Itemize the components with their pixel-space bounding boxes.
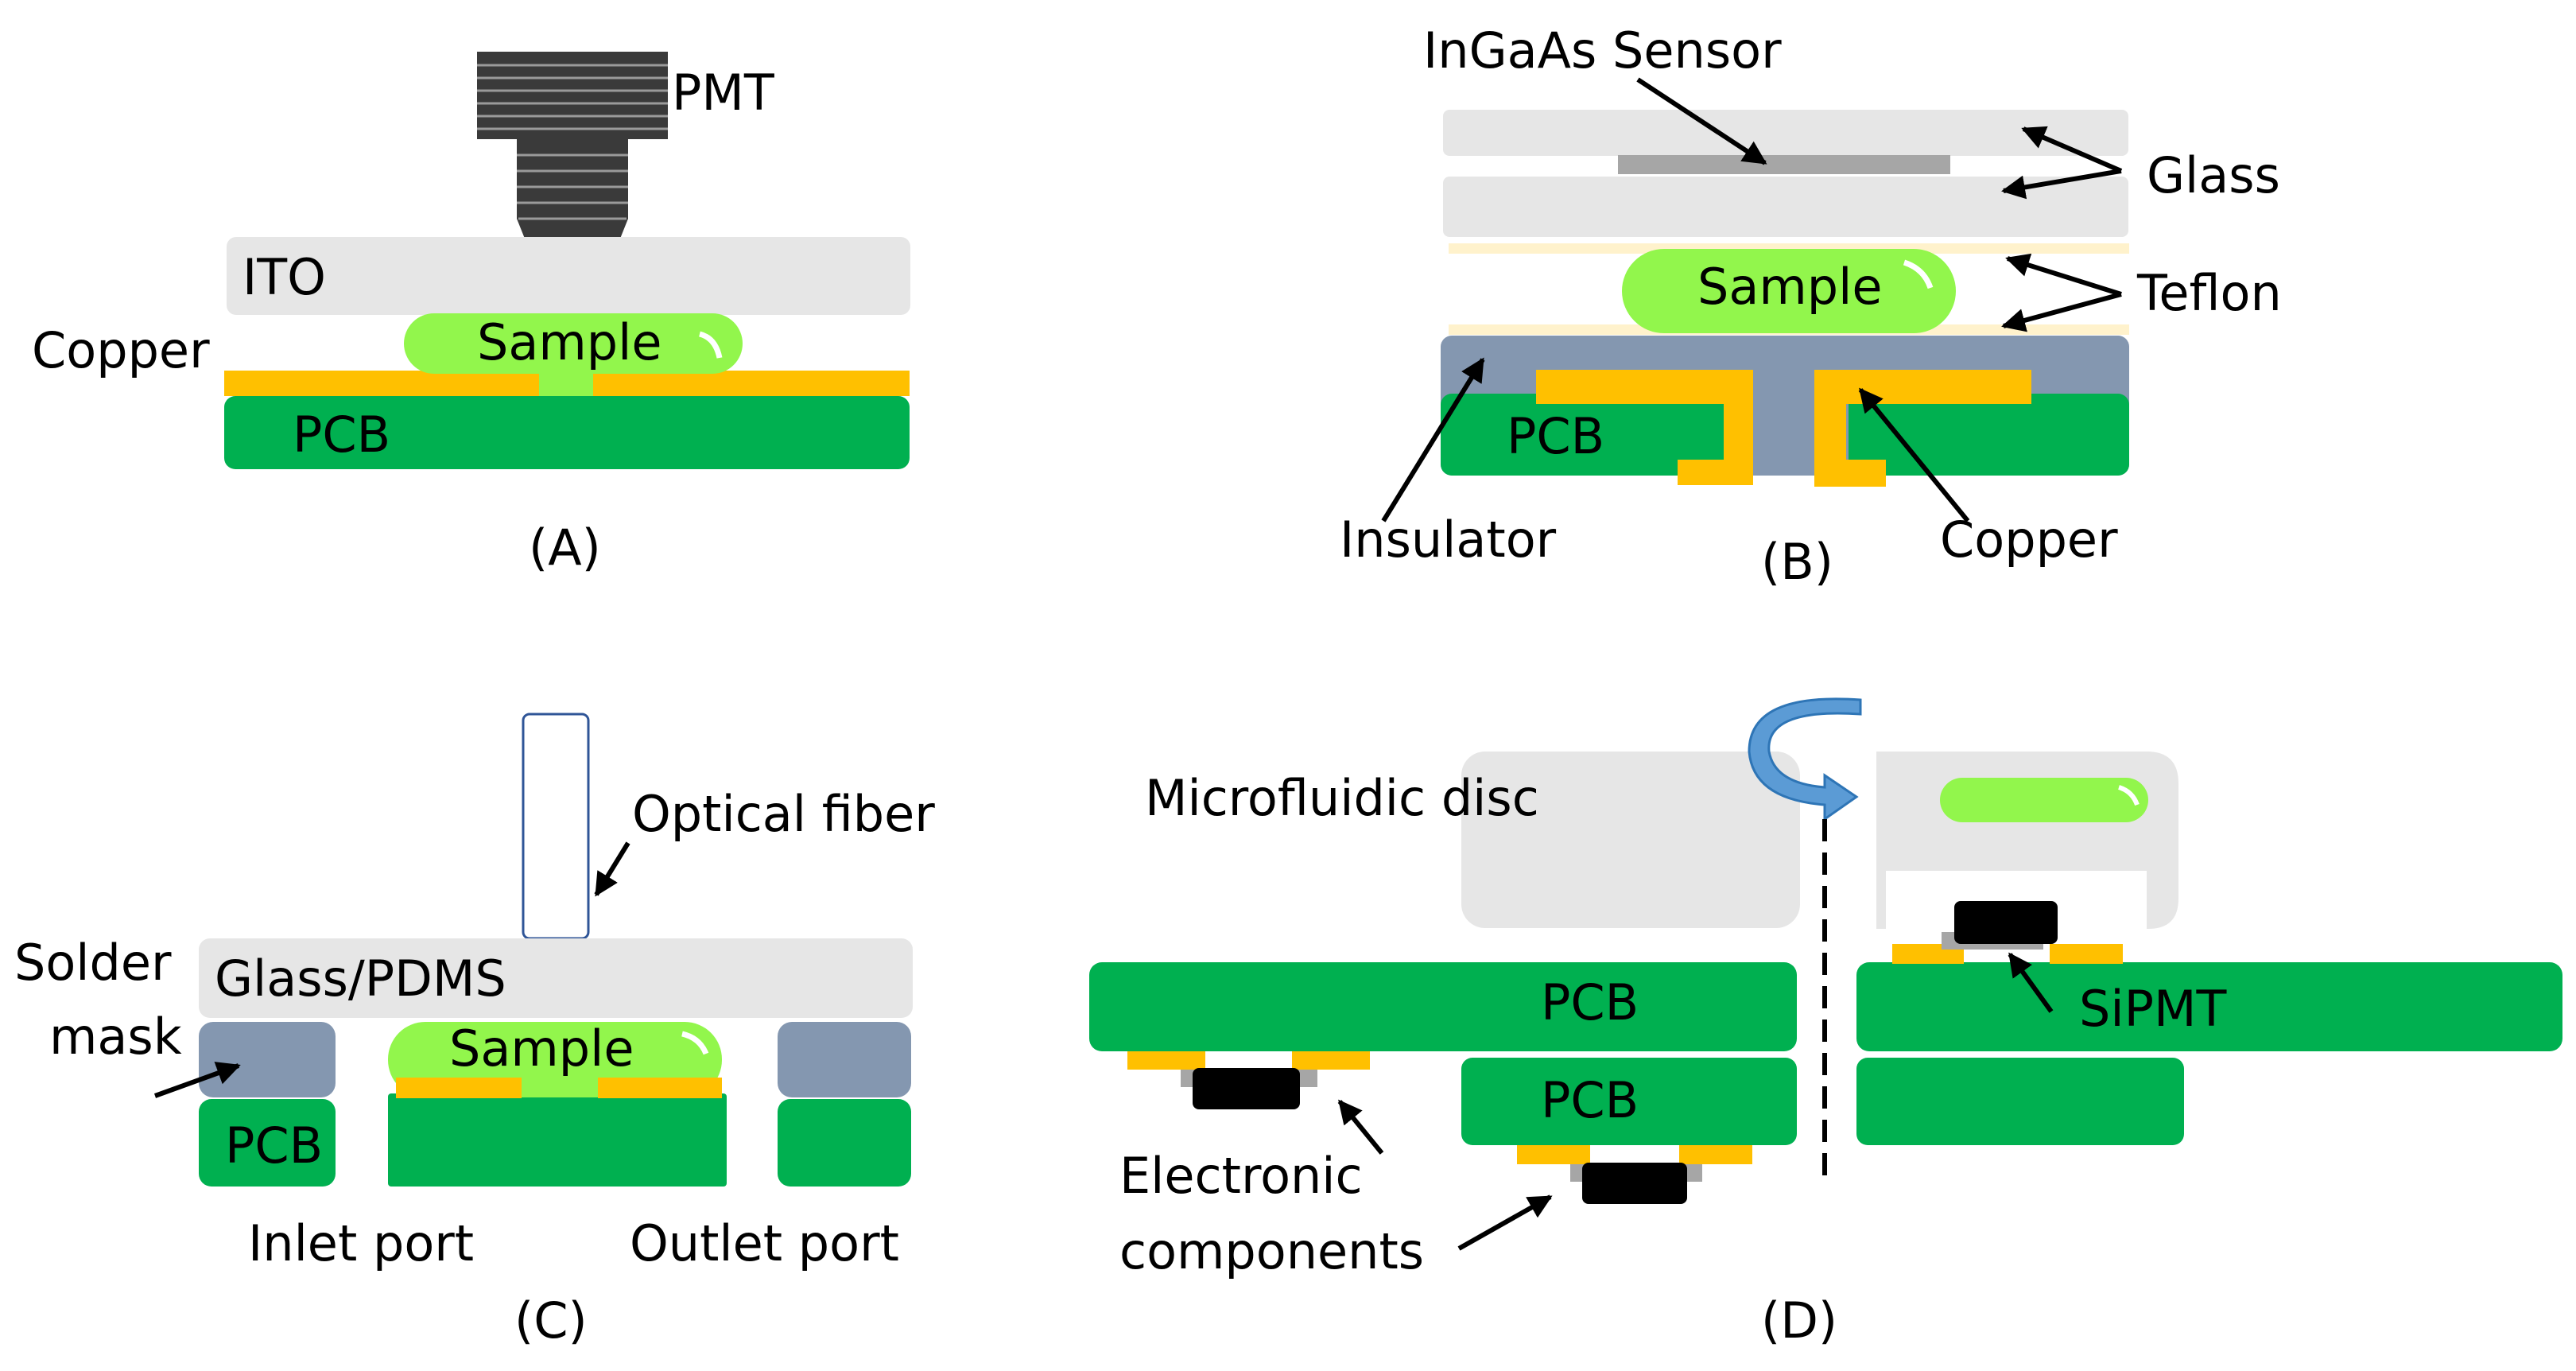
copper-right-a [593,371,910,396]
rotation-arrow-icon [1748,697,1862,821]
sample-droplet-b [1622,249,1956,333]
sample-highlight-b [1903,259,1934,289]
sensor-label: InGaAs Sensor [1423,21,1782,80]
glass-pdms-layer [199,938,913,1018]
solder-mask-right [778,1022,911,1097]
sipmt-icon [1892,901,2123,964]
outlet-port-label: Outlet port [630,1214,899,1272]
solder-mask-label-line2: mask [49,1008,182,1066]
pcb-top-left-d [1089,962,1797,1051]
panel-c: Optical fiber Glass/PDMS Sample Solder m… [14,713,935,1350]
insulator-label: Insulator [1340,511,1557,569]
sample-highlight-a [698,331,723,359]
caption-a: (A) [529,518,601,577]
copper-label-b: Copper [1940,511,2118,569]
pcb-bottom-left-d [1461,1058,1797,1145]
caption-d: (D) [1761,1291,1837,1350]
pmt-label: PMT [672,64,775,122]
disc-sample-chamber [1940,778,2148,822]
electronic-components-label-line2: components [1119,1222,1424,1280]
pcb-left-b [1441,394,1727,476]
electronic-component-2-icon [1517,1145,1752,1204]
glass-top [1443,110,2128,156]
copper-via-left [1536,370,1753,485]
caption-c: (C) [514,1291,588,1350]
pcb-left-c [199,1099,336,1187]
pcb-label-b: PCB [1507,407,1604,465]
sample-label-c: Sample [449,1020,634,1078]
sample-label-b: Sample [1697,258,1882,316]
pmt-icon [477,52,668,239]
teflon-top [1449,243,2129,254]
inlet-port-label: Inlet port [248,1214,474,1272]
sample-gap-fill-a [539,371,593,396]
caption-b: (B) [1761,533,1833,591]
pcb-top-label-d: PCB [1541,973,1639,1031]
pcb-label-a: PCB [293,406,390,464]
sample-droplet-a [404,313,743,374]
pcb-layer-a [224,396,910,469]
pcb-right-b [1849,394,2129,476]
glass-pdms-label: Glass/PDMS [215,950,506,1008]
optical-fiber [522,713,590,940]
pcb-bottom-label-d: PCB [1541,1071,1639,1129]
pcb-middle-c [388,1093,727,1187]
glass-label: Glass [2147,146,2280,204]
panel-a: PMT ITO Sample Copper PCB (A) [32,52,910,577]
sample-label-a: Sample [477,313,661,371]
ito-label: ITO [242,248,326,306]
optical-fiber-label: Optical fiber [632,785,935,843]
sample-highlight-c [681,1031,709,1055]
solder-mask-left [199,1022,336,1097]
copper-left-a [224,371,539,396]
electronic-component-1-icon [1127,1051,1370,1109]
electronic-components-label-line1: Electronic [1119,1147,1363,1205]
pcb-bottom-right-d [1856,1058,2184,1145]
glass-bottom [1443,177,2128,237]
sipmt-label: SiPMT [2079,980,2227,1038]
ito-layer [227,237,910,315]
ingaas-sensor [1618,155,1950,174]
pcb-right-c [778,1099,911,1187]
copper-right-c [598,1078,722,1098]
copper-left-c [396,1078,522,1098]
panel-b-arrows [1381,77,2123,522]
teflon-label: Teflon [2136,264,2282,322]
solder-mask-label-line1: Solder [14,934,172,992]
pcb-label-c: PCB [225,1117,323,1175]
microfluidic-disc-label: Microfluidic disc [1145,769,1539,827]
disc-sample-highlight [2118,785,2140,806]
microfluidic-disc-left [1461,752,1800,928]
panel-b: InGaAs Sensor Sample PCB Glass Teflon In… [1340,21,2282,591]
copper-label-a: Copper [32,321,210,379]
panel-d: Microfluidic disc SiPMT PCB PCB [1089,697,2562,1350]
